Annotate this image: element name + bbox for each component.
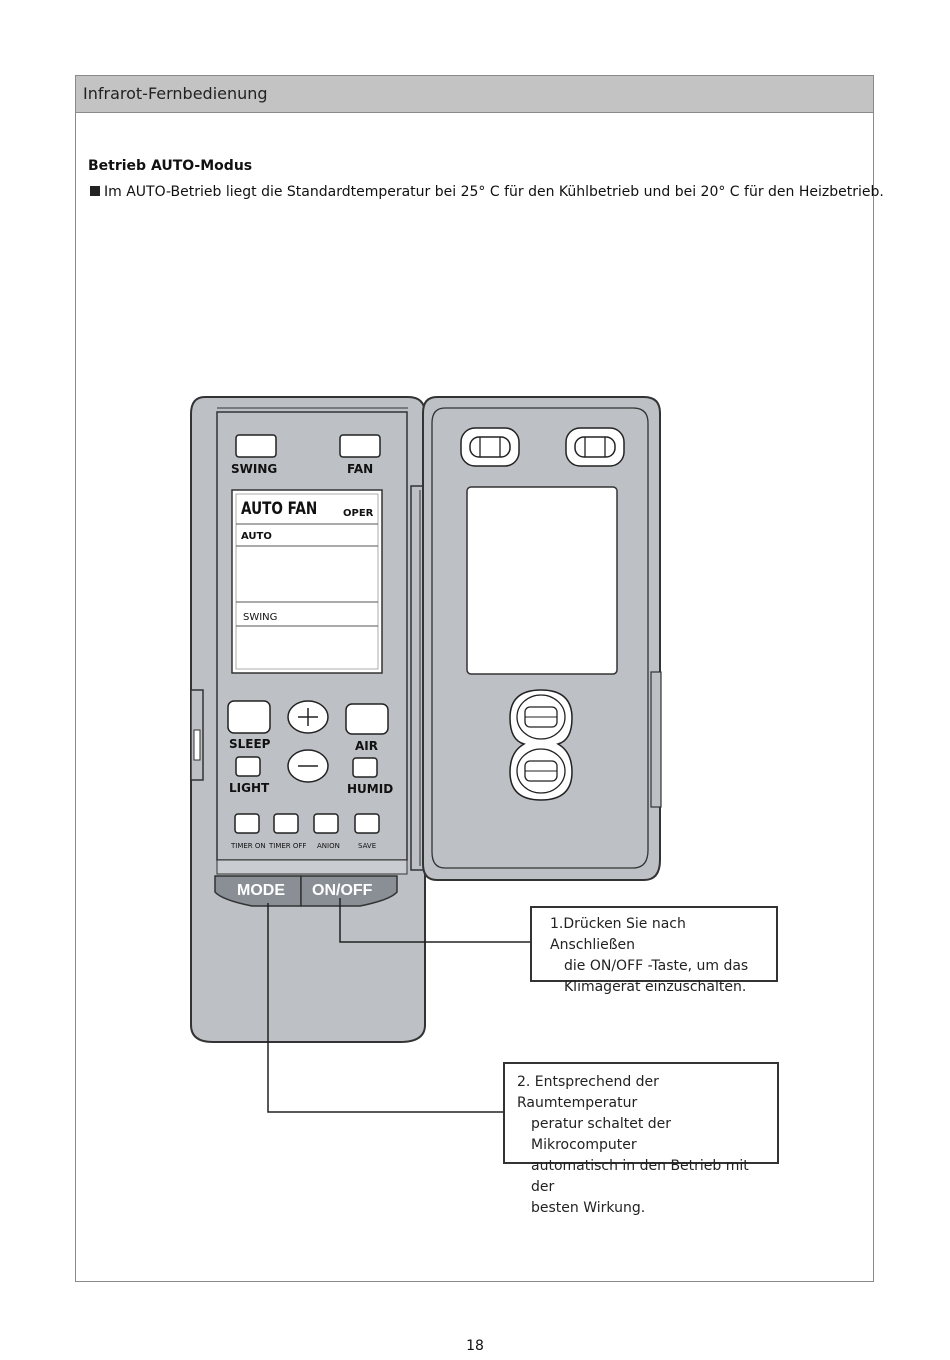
- bullet-item: Im AUTO-Betrieb liegt die Standardtemper…: [90, 184, 884, 200]
- sleep-button: [227, 700, 271, 734]
- timer-on-button: [234, 813, 260, 834]
- section-header: Infrarot-Fernbedienung: [76, 76, 873, 113]
- callout-step-1-line-3: Klimagerät einzuschalten.: [564, 979, 747, 995]
- light-label: LIGHT: [229, 781, 270, 795]
- anion-button: [313, 813, 339, 834]
- anion-label: ANION: [317, 842, 340, 850]
- callout-step-1-line-1: 1.Drücken Sie nach Anschließen: [550, 916, 686, 953]
- air-label: AIR: [355, 739, 378, 753]
- leader-line-on-off: [339, 898, 530, 943]
- on-off-button: [300, 875, 398, 907]
- display-auto: AUTO: [241, 531, 272, 542]
- page-number: 18: [466, 1338, 484, 1354]
- bullet-text: Im AUTO-Betrieb liegt die Standardtemper…: [104, 184, 884, 200]
- display-oper: OPER: [343, 508, 374, 519]
- lcd-display: [231, 489, 383, 674]
- callout-step-2: 2. Entsprechend der Raumtemperatur perat…: [503, 1062, 779, 1216]
- display-swing: SWING: [243, 612, 277, 623]
- mode-label: MODE: [237, 882, 285, 899]
- humid-label: HUMID: [347, 782, 393, 796]
- fan-label: FAN: [347, 462, 373, 476]
- swing-button: [235, 434, 277, 458]
- save-label: SAVE: [358, 842, 376, 850]
- sleep-label: SLEEP: [229, 737, 271, 751]
- flip-cover-inner: [431, 407, 649, 869]
- light-button: [235, 756, 261, 777]
- callout-step-2-line-2: peratur schaltet der Mikrocomputer: [531, 1116, 672, 1153]
- mode-button: [214, 875, 302, 907]
- callout-step-2-line-1: 2. Entsprechend der Raumtemperatur: [517, 1074, 659, 1111]
- callout-step-1: 1.Drücken Sie nach Anschließen die ON/OF…: [530, 906, 778, 995]
- fan-button: [339, 434, 381, 458]
- callout-step-2-line-3: automatisch in den Betrieb mit der: [531, 1158, 749, 1195]
- humid-button: [352, 757, 378, 778]
- save-button: [354, 813, 380, 834]
- on-off-label: ON/OFF: [312, 882, 373, 899]
- section-title: Betrieb AUTO-Modus: [88, 158, 253, 174]
- timer-off-label: TIMER OFF: [268, 842, 306, 850]
- display-auto-fan: AUTO FAN: [241, 499, 317, 519]
- cover-window: [466, 486, 618, 675]
- callout-step-2-line-4: besten Wirkung.: [531, 1200, 646, 1216]
- swing-label: SWING: [231, 462, 277, 476]
- callout-step-1-line-2: die ON/OFF -Taste, um das: [564, 958, 749, 974]
- air-button: [345, 703, 389, 735]
- leader-line-mode: [267, 903, 503, 1113]
- bullet-square-icon: [90, 186, 100, 196]
- timer-off-button: [273, 813, 299, 834]
- content-frame: Infrarot-Fernbedienung Betrieb AUTO-Modu…: [75, 75, 884, 1282]
- timer-on-label: TIMER ON: [230, 842, 266, 850]
